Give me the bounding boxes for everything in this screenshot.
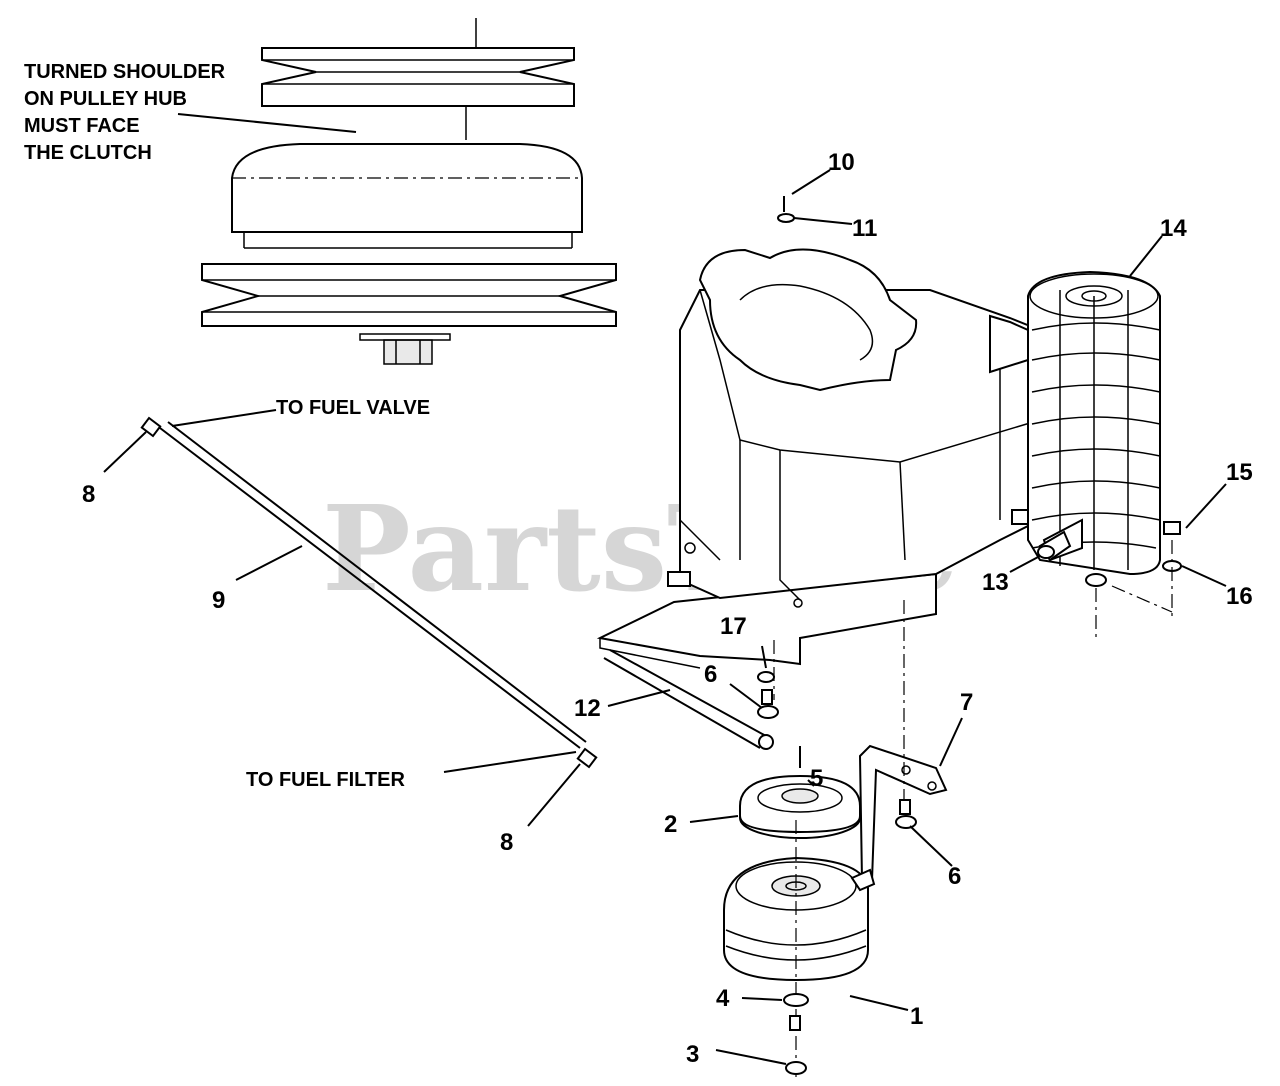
callout-13: 13 — [982, 569, 1009, 596]
callout-8-lower: 8 — [500, 829, 513, 856]
callout-15: 15 — [1226, 459, 1253, 486]
callout-11: 11 — [852, 215, 877, 242]
callout-16: 16 — [1226, 583, 1253, 610]
callout-2: 2 — [664, 811, 677, 838]
pulley-note-line-2: ON PULLEY HUB — [24, 88, 187, 110]
callout-4: 4 — [716, 985, 730, 1012]
pulley-note-line-1: TURNED SHOULDER — [24, 61, 226, 83]
bracket-7 — [858, 600, 948, 881]
callout-1: 1 — [910, 1003, 923, 1030]
callout-14: 14 — [1160, 215, 1187, 242]
pulley-assembly-illustration — [201, 18, 617, 365]
callout-5: 5 — [810, 765, 823, 792]
callout-8-upper: 8 — [82, 481, 95, 508]
engine-illustration — [596, 248, 1041, 669]
bolt-and-washer-10-11 — [777, 196, 795, 223]
callout-9: 9 — [212, 587, 225, 614]
washer-4-bolt-3 — [783, 993, 809, 1075]
fuel-valve-note: TO FUEL VALVE — [276, 397, 430, 419]
callout-6-lower: 6 — [948, 863, 961, 890]
fuel-elbow-13 — [1037, 530, 1072, 562]
pulley-2 — [739, 774, 861, 839]
callout-numbers: 1 2 3 4 5 6 6 7 8 8 9 10 11 12 13 14 15 … — [82, 149, 1253, 1068]
callout-7: 7 — [960, 689, 973, 716]
callout-10: 10 — [828, 149, 855, 176]
fuel-filter-note: TO FUEL FILTER — [246, 769, 405, 791]
pulley-note-line-4: THE CLUTCH — [24, 142, 152, 164]
callout-3: 3 — [686, 1041, 699, 1068]
callout-leaders — [103, 169, 1227, 1065]
callout-6-upper: 6 — [704, 661, 717, 688]
hose-12 — [603, 649, 774, 750]
pulley-note-line-3: MUST FACE — [24, 115, 140, 137]
electric-clutch-1 — [723, 856, 876, 982]
air-cleaner-illustration — [1027, 270, 1173, 640]
fuel-line-hose — [140, 416, 598, 769]
callout-12: 12 — [574, 695, 601, 722]
bolt-6-lower — [895, 799, 917, 829]
nut-and-washer-15-16 — [1162, 521, 1182, 620]
callout-17: 17 — [720, 613, 747, 640]
washer-17-bolt-6 — [757, 640, 779, 719]
